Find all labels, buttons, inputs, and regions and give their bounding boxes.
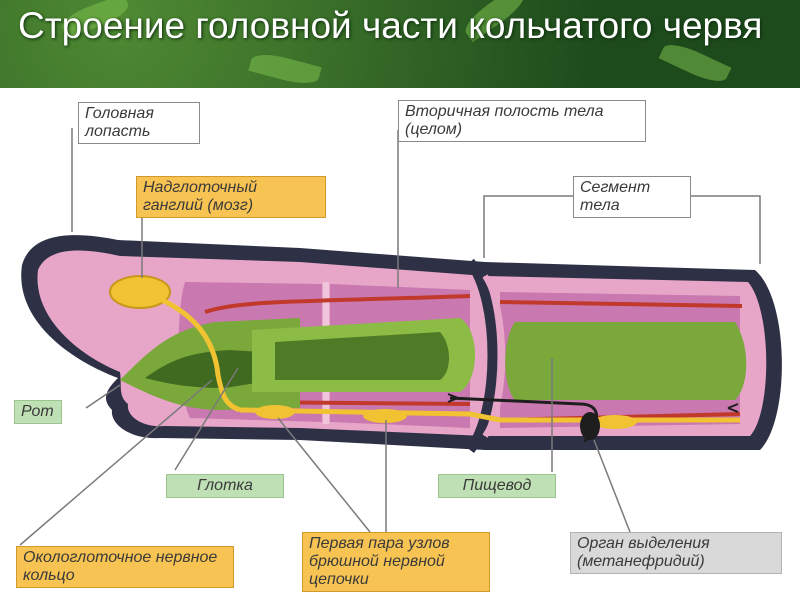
label-ventral-nodes: Первая пара узлов брюшной нервной цепочк… bbox=[302, 532, 490, 592]
title-banner: Строение головной части кольчатого червя bbox=[0, 0, 800, 88]
esophagus-lumen bbox=[275, 332, 449, 380]
label-pharynx: Глотка bbox=[166, 474, 284, 498]
segment-boundary bbox=[482, 274, 506, 438]
digestive-tract bbox=[120, 318, 747, 410]
leader-line-segment bbox=[483, 195, 761, 264]
leader-lines bbox=[19, 128, 761, 546]
metanephridium bbox=[447, 393, 739, 443]
ventral-ganglion bbox=[593, 415, 637, 429]
page-title: Строение головной части кольчатого червя bbox=[18, 5, 763, 46]
label-mouth: Рот bbox=[14, 400, 62, 424]
label-esophagus: Пищевод bbox=[438, 474, 556, 498]
dorsal-vessel bbox=[499, 300, 743, 308]
label-head-lobe: Головная лопасть bbox=[78, 102, 200, 144]
dorsal-vessel bbox=[204, 294, 471, 314]
pharynx-lumen bbox=[145, 350, 262, 388]
segment-boundary bbox=[465, 258, 498, 453]
leader-line-ventral-nodes bbox=[277, 417, 387, 533]
label-segment: Сегмент тела bbox=[573, 176, 691, 218]
label-ganglion: Надглоточный ганглий (мозг) bbox=[136, 176, 326, 218]
circumpharyngeal-nerve-ring bbox=[160, 297, 241, 413]
nephridium-bladder bbox=[580, 412, 600, 440]
leader-line-excretory bbox=[593, 439, 631, 533]
leader-line-nerve-ring bbox=[19, 379, 213, 546]
midgut-shape bbox=[505, 322, 747, 400]
label-excretory: Орган выделения (метанефридий) bbox=[570, 532, 782, 574]
nervous-system bbox=[109, 275, 740, 429]
label-coelom: Вторичная полость тела (целом) bbox=[398, 100, 646, 142]
leader-line-pharynx bbox=[174, 367, 239, 471]
ventral-ganglion bbox=[363, 409, 407, 423]
ventral-ganglion bbox=[255, 405, 295, 419]
nephrostome bbox=[447, 393, 739, 413]
label-nerve-ring: Окологлоточное нервное кольцо bbox=[16, 546, 234, 588]
supraesophageal-ganglion bbox=[109, 275, 171, 309]
leader-line-mouth bbox=[85, 384, 121, 409]
